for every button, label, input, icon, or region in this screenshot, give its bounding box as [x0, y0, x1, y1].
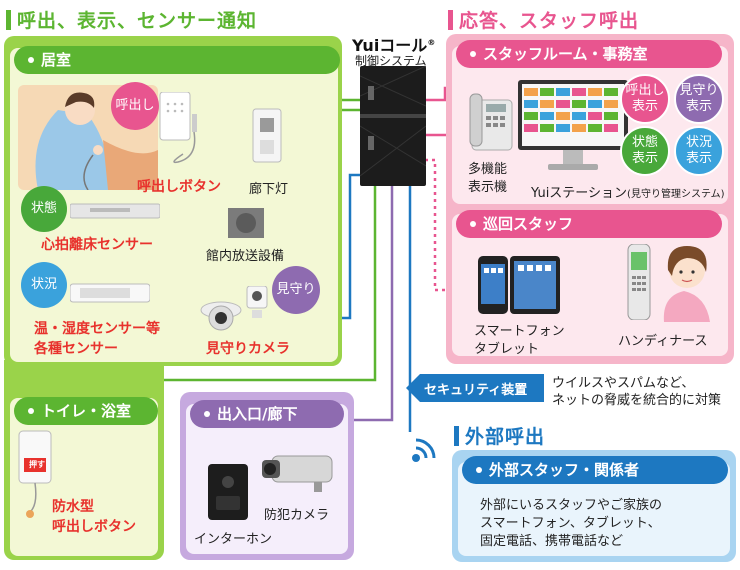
camera-label: 防犯カメラ — [264, 508, 330, 523]
temp-sensor — [70, 283, 150, 303]
external-desc-2: スマートフォン、タブレット、 — [480, 516, 661, 531]
station-label: Yuiステーション(見守り管理システム) — [531, 186, 725, 201]
toilet-label-1: 防水型 — [52, 499, 94, 515]
temp-sensor-label-2: 各種センサー — [34, 341, 118, 357]
external-desc-3: 固定電話、携帯電話など — [480, 534, 624, 549]
toilet-label-2: 呼出しボタン — [52, 519, 136, 535]
control-unit — [360, 66, 426, 186]
corridor-light-label: 廊下灯 — [249, 182, 289, 197]
bed-sensor — [70, 203, 160, 219]
left-section-title: 呼出、表示、センサー通知 — [6, 6, 257, 33]
monitor-screen[interactable] — [518, 80, 628, 180]
watch-circle: 見守り — [272, 266, 320, 314]
toilet-header: トイレ・浴室 — [14, 397, 158, 425]
external-title: 外部呼出 — [454, 422, 545, 449]
security-desc-1: ウイルスやスパムなど、 — [552, 376, 695, 391]
security-arrow — [406, 374, 544, 402]
external-header: 外部スタッフ・関係者 — [462, 456, 728, 484]
wall-light — [252, 108, 282, 163]
kyoshitsu-header: 居室 — [14, 46, 340, 74]
staff-room-header: スタッフルーム・事務室 — [456, 40, 722, 68]
security-camera — [262, 455, 333, 492]
small-camera — [246, 286, 268, 318]
handy-label: ハンディナース — [618, 334, 708, 349]
temp-sensor-label-1: 温・湿度センサー等 — [34, 321, 160, 337]
tablet[interactable] — [510, 256, 560, 314]
entrance-header: 出入口/廊下 — [190, 400, 344, 428]
call-display-circle: 呼出し 表示 — [620, 74, 670, 124]
display-label-1: 多機能 — [468, 162, 508, 177]
security-desc-2: ネットの脅威を統合的に対策 — [552, 393, 722, 408]
handy-phone[interactable] — [626, 244, 652, 320]
smartphone-label: スマートフォン — [474, 324, 565, 339]
toilet-button-text: 押す — [29, 460, 45, 469]
pa-speaker — [228, 208, 264, 238]
right-section-title: 応答、スタッフ呼出 — [448, 6, 639, 33]
smartphone[interactable] — [478, 256, 508, 314]
watch-camera-label: 見守りカメラ — [206, 341, 290, 357]
nurse-illustration — [663, 246, 710, 322]
situation-display-circle: 状況 表示 — [674, 126, 724, 176]
pa-system-label: 館内放送設備 — [206, 249, 285, 264]
intercom-device[interactable] — [208, 464, 248, 520]
waterproof-button[interactable] — [18, 430, 52, 520]
patrol-header: 巡回スタッフ — [456, 210, 722, 238]
controller-brand: Yuiコール® — [352, 36, 436, 55]
call-circle: 呼出し — [111, 82, 159, 130]
controller-subtitle: 制御システム — [355, 54, 427, 68]
desk-phone[interactable] — [468, 92, 516, 152]
watch-display-circle: 見守り 表示 — [674, 74, 724, 124]
dome-camera — [200, 301, 242, 331]
security-label: セキュリティ装置 — [424, 383, 528, 398]
status-display-circle: 状態 表示 — [620, 126, 670, 176]
intercom-label: インターホン — [194, 532, 273, 547]
tablet-label: タブレット — [474, 342, 540, 357]
external-desc-1: 外部にいるスタッフやご家族の — [480, 498, 663, 513]
wifi-signal — [412, 438, 436, 462]
display-label-2: 表示機 — [468, 180, 508, 195]
call-speaker-device[interactable] — [158, 92, 208, 172]
status-circle: 状態 — [21, 186, 67, 232]
situation-circle: 状況 — [21, 262, 67, 308]
heart-sensor-label: 心拍離床センサー — [41, 237, 153, 253]
call-button-label: 呼出しボタン — [137, 179, 221, 195]
